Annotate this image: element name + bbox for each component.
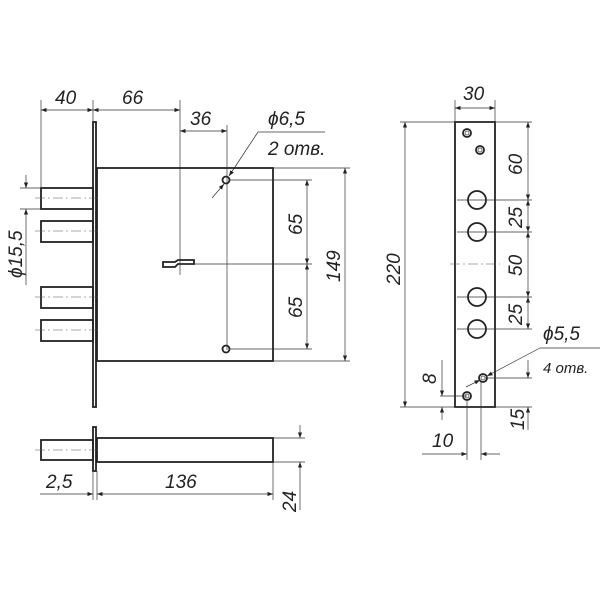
dim-65-upper: 65 bbox=[286, 213, 307, 235]
mount-hole-bottom bbox=[221, 344, 231, 354]
hole-diameter-label: ϕ6,5 bbox=[268, 109, 305, 130]
dim-10: 10 bbox=[432, 431, 454, 452]
front-view: 40 66 36 ϕ6,5 2 отв. 65 65 149 ϕ15,5 bbox=[6, 88, 350, 408]
dim-50: 50 bbox=[506, 254, 527, 276]
small-hole-diameter-label: ϕ5,5 bbox=[543, 324, 580, 345]
small-hole-count-label: 4 отв. bbox=[543, 360, 588, 377]
dim-25-lower: 25 bbox=[506, 303, 527, 326]
key-slot bbox=[162, 259, 195, 268]
faceplate-view: 30 220 60 25 50 25 ϕ5,5 4 отв. 8 15 10 bbox=[384, 84, 600, 460]
bolt-holes bbox=[467, 190, 487, 339]
bolt-diameter-label: ϕ15,5 bbox=[6, 230, 27, 278]
dim-25-upper: 25 bbox=[506, 206, 527, 229]
mount-hole-top bbox=[221, 175, 231, 185]
dim-149: 149 bbox=[324, 250, 345, 282]
small-holes bbox=[462, 128, 488, 401]
dim-60: 60 bbox=[506, 153, 527, 175]
dim-36: 36 bbox=[190, 109, 212, 130]
dim-40: 40 bbox=[55, 88, 77, 109]
bolts bbox=[35, 187, 98, 342]
lock-body bbox=[96, 167, 274, 362]
dim-2-5: 2,5 bbox=[45, 472, 73, 493]
dim-15: 15 bbox=[508, 408, 529, 430]
dim-66: 66 bbox=[122, 88, 144, 109]
dim-65-lower: 65 bbox=[286, 296, 307, 318]
dim-136: 136 bbox=[165, 472, 197, 493]
dim-24: 24 bbox=[280, 491, 301, 513]
dim-30: 30 bbox=[463, 84, 485, 105]
dim-220: 220 bbox=[384, 253, 405, 286]
bottom-view: 2,5 136 24 bbox=[35, 425, 305, 513]
face-plate bbox=[92, 121, 97, 408]
hole-count-label: 2 отв. bbox=[267, 139, 325, 160]
dim-8: 8 bbox=[420, 373, 441, 384]
